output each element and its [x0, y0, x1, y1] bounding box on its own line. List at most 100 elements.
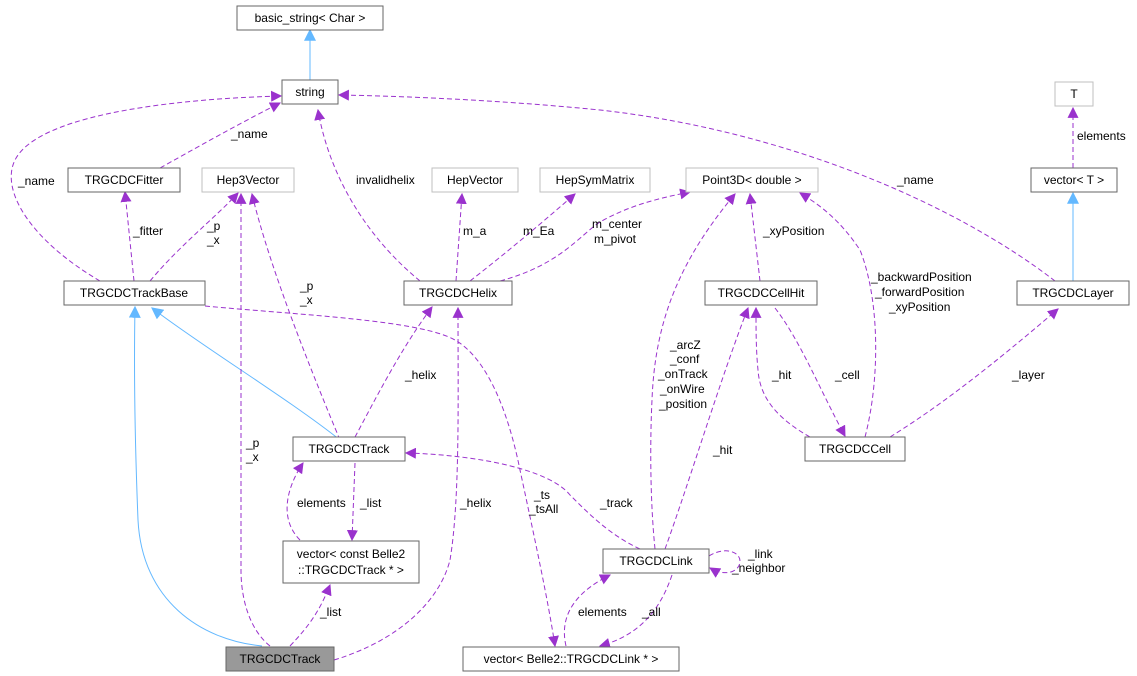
edge-link-to-track: [404, 447, 641, 550]
node-link[interactable]: TRGCDCLink: [602, 548, 710, 574]
node-vector-track-label-line2: ::TRGCDCTrack * >: [298, 563, 404, 577]
edge-trackbase-to-hep3vector: [149, 192, 239, 282]
edge-helix-to-hepsymmatrix: [469, 193, 576, 282]
edge-helix-to-point3d: [499, 188, 692, 282]
edge-cell-to-cellhit: [750, 306, 811, 438]
edge-focus-to-vector-track: [289, 583, 332, 647]
label-forwardposition: _forwardPosition: [874, 285, 964, 299]
node-vector-track[interactable]: vector< const Belle2 ::TRGCDCTrack * >: [282, 540, 420, 584]
node-basic-string-label: basic_string< Char >: [255, 11, 366, 25]
edge-link-self-loop: [708, 550, 741, 578]
label-ontrack: _onTrack: [657, 367, 709, 381]
label-tsall: _tsAll: [528, 502, 558, 516]
label-m-center: m_center: [592, 217, 642, 231]
node-hepsymmatrix-label: HepSymMatrix: [556, 173, 635, 187]
edge-track-to-helix: [354, 306, 433, 438]
edge-track-to-vector-track: [346, 462, 358, 542]
edge-link-to-point3d: [650, 193, 736, 550]
label-onwire: _onWire: [659, 382, 705, 396]
edge-layer-to-string: [337, 89, 1056, 282]
label-m-a: m_a: [463, 224, 487, 238]
node-hep3vector-label: Hep3Vector: [217, 173, 280, 187]
node-track-focus[interactable]: TRGCDCTrack: [225, 646, 335, 672]
label-cell: _cell: [834, 368, 860, 382]
edge-track-to-trackbase: [151, 307, 341, 441]
node-trackbase-label: TRGCDCTrackBase: [80, 286, 189, 300]
label-helix-focus: _helix: [459, 496, 491, 510]
label-elements-t: elements: [1077, 129, 1126, 143]
node-vector-link[interactable]: vector< Belle2::TRGCDCLink * >: [462, 646, 680, 672]
node-track-mid[interactable]: TRGCDCTrack: [292, 436, 406, 462]
node-vector-link-label: vector< Belle2::TRGCDCLink * >: [484, 652, 659, 666]
label-elements-link: elements: [578, 605, 627, 619]
node-point3d-label: Point3D< double >: [702, 173, 801, 187]
node-vector-track-label-line1: vector< const Belle2: [297, 547, 406, 561]
edge-cell-to-point3d: [799, 192, 877, 438]
label-neighbor: _neighbor: [731, 561, 785, 575]
label-hit-link: _hit: [712, 443, 733, 457]
node-layer[interactable]: TRGCDCLayer: [1016, 280, 1130, 306]
label-fitter: _fitter: [132, 224, 163, 238]
inheritance-edges: [128, 28, 1079, 647]
node-trackbase[interactable]: TRGCDCTrackBase: [63, 280, 206, 306]
label-invalidhelix: invalidhelix: [356, 173, 415, 187]
label-track-x: _x: [299, 293, 313, 307]
node-hepvector[interactable]: HepVector: [431, 167, 519, 193]
node-cell[interactable]: TRGCDCCell: [804, 436, 906, 462]
label-track-p: _p: [299, 279, 314, 293]
label-position: _position: [658, 397, 707, 411]
node-track-mid-label: TRGCDCTrack: [309, 442, 391, 456]
label-layer: _layer: [1011, 368, 1045, 382]
label-focus-p: _p: [245, 436, 260, 450]
label-conf: _conf: [669, 352, 700, 366]
label-base-p: _p: [206, 219, 221, 233]
label-m-ea: m_Ea: [523, 224, 555, 238]
label-all: _all: [641, 605, 661, 619]
node-t-label: T: [1070, 87, 1078, 101]
label-ts: _ts: [533, 488, 550, 502]
label-arcz: _arcZ: [669, 338, 701, 352]
node-helix[interactable]: TRGCDCHelix: [403, 280, 513, 306]
node-track-focus-label: TRGCDCTrack: [240, 652, 322, 666]
edge-cellhit-to-point3d: [745, 192, 761, 282]
edge-labels: _name _name _name invalidhelix elements …: [17, 127, 1126, 619]
label-backwardposition: _backwardPosition: [870, 270, 972, 284]
node-hep3vector[interactable]: Hep3Vector: [201, 167, 295, 193]
node-hepvector-label: HepVector: [447, 173, 503, 187]
edge-focus-to-helix: [333, 306, 464, 661]
node-hepsymmatrix[interactable]: HepSymMatrix: [539, 167, 651, 193]
edge-trackbase-to-fitter: [120, 190, 135, 282]
label-xyposition-cell: _xyPosition: [888, 300, 950, 314]
node-basic-string[interactable]: basic_string< Char >: [236, 5, 384, 31]
node-vector-t-label: vector< T >: [1044, 173, 1104, 187]
node-string-label: string: [295, 85, 324, 99]
nodes: basic_string< Char > string TRGCDCFitter…: [63, 5, 1130, 672]
node-t[interactable]: T: [1054, 81, 1094, 107]
edge-focus-to-hep3vector: [235, 192, 271, 647]
edge-link-to-vector-link: [598, 574, 673, 649]
label-link-self: _link: [747, 547, 774, 561]
node-fitter[interactable]: TRGCDCFitter: [67, 167, 181, 193]
node-helix-label: TRGCDCHelix: [419, 286, 497, 300]
edge-vector-track-to-track: [286, 462, 304, 541]
node-vector-t[interactable]: vector< T >: [1030, 167, 1118, 193]
node-cell-label: TRGCDCCell: [819, 442, 891, 456]
node-string[interactable]: string: [281, 79, 339, 105]
label-name-layer: _name: [896, 173, 934, 187]
label-m-pivot: m_pivot: [594, 232, 637, 246]
label-base-x: _x: [206, 233, 220, 247]
edge-cell-to-layer: [889, 308, 1059, 438]
label-focus-x: _x: [245, 450, 259, 464]
label-list-focus: _list: [319, 605, 342, 619]
edge-helix-to-hepvector: [455, 192, 467, 282]
edge-cellhit-to-cell: [774, 307, 846, 437]
node-cellhit[interactable]: TRGCDCCellHit: [704, 280, 818, 306]
label-track-link: _track: [599, 496, 634, 510]
label-xyposition-hit: _xyPosition: [762, 224, 824, 238]
node-point3d[interactable]: Point3D< double >: [685, 167, 819, 193]
label-elements-track: elements: [297, 496, 346, 510]
edge-trackbase-to-vector-link: [204, 305, 559, 648]
edge-track-to-hep3vector: [248, 192, 341, 441]
label-list-mid: _list: [359, 496, 382, 510]
